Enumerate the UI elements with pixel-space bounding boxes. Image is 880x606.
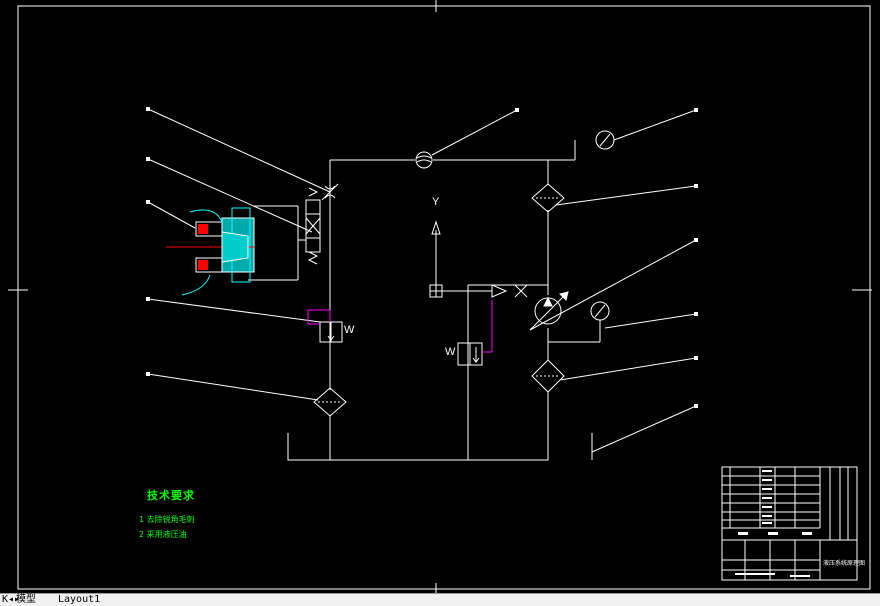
directional-valve-icon <box>248 187 321 281</box>
valve-label-w-left: W <box>344 324 355 336</box>
layout-tab-bar: K◂▸ 模型 Layout1 <box>0 593 880 606</box>
tech-requirement-item: 2 采用液压油 <box>139 530 187 539</box>
tab-nav-arrows[interactable]: K◂▸ <box>2 594 21 605</box>
leader-dots <box>146 107 698 408</box>
valve-w-right-icon <box>457 300 493 366</box>
filter-bottom-icon <box>531 359 565 393</box>
flowmeter-icon <box>415 151 433 169</box>
pressure-gauge-bottom-icon <box>590 301 610 321</box>
throttle-valve-icon <box>321 183 339 201</box>
pressure-gauge-top-icon <box>595 130 615 150</box>
pump-icon <box>529 291 569 331</box>
leader-lines <box>147 108 697 453</box>
tab-layout1[interactable]: Layout1 <box>58 594 101 605</box>
filter-left-icon <box>313 387 347 417</box>
actuator-icon <box>166 207 255 296</box>
valve-label-w-right: W <box>445 346 456 358</box>
filter-top-icon <box>531 183 565 213</box>
tab-model[interactable]: 模型 <box>16 594 36 605</box>
port-label-y: Y <box>432 196 440 208</box>
title-block-text-marks <box>735 470 812 577</box>
tech-requirements-title: 技术要求 <box>147 489 195 502</box>
drawing-frame <box>8 0 872 593</box>
tech-requirement-item: 1 去除锐角毛刺 <box>139 515 195 524</box>
hydraulic-circuit <box>287 140 601 461</box>
title-block-drawing-name: 液压系统原理图 <box>823 560 866 567</box>
valve-w-left-icon <box>307 309 343 343</box>
title-block <box>721 466 858 581</box>
relief-valve-icon <box>491 284 528 298</box>
y-port-icon <box>429 220 443 298</box>
